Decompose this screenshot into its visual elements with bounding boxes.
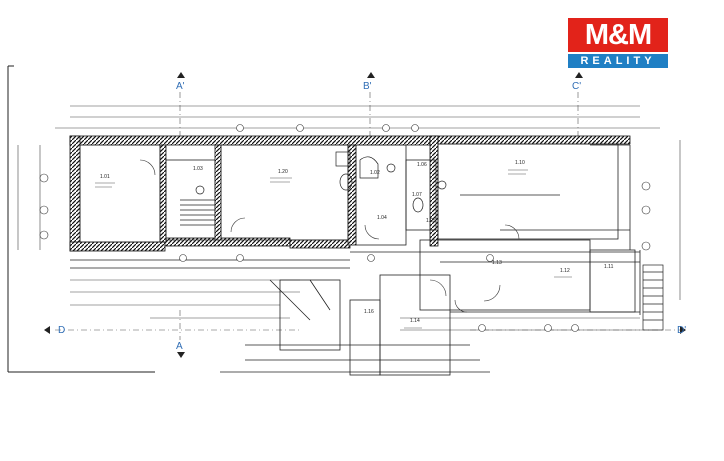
room-label: 1.03 [193,166,203,172]
drawing-frame [7,65,155,373]
room-label: 1.07 [412,192,422,198]
room-label: 1.05 [426,218,436,224]
section-label-d-left: D [58,325,65,336]
mm-reality-logo: M&M REALITY [568,18,668,68]
section-label-a-bottom: A [176,341,183,352]
dimension-lines [17,105,681,331]
room-label: 1.12 [560,268,570,274]
section-lines [55,92,680,340]
axis-markers [39,124,651,332]
tiny-annotations [95,169,572,329]
section-label-c-top: C' [572,81,581,92]
section-label-b-top: B' [363,81,372,92]
sanitary-fixtures [195,151,447,213]
room-label: 1.20 [278,169,288,175]
door-swings [139,159,520,313]
logo-mm-text: M&M [568,18,668,52]
room-label: 1.04 [377,215,387,221]
room-label: 1.16 [364,309,374,315]
section-arrows [44,72,686,358]
room-label: 1.01 [100,174,110,180]
section-label-a-top: A' [176,81,185,92]
room-label: 1.13 [492,260,502,266]
room-label: 1.10 [515,160,525,166]
room-label: 1.02 [370,170,380,176]
room-label: 1.11 [604,264,614,270]
room-label: 1.14 [410,318,420,324]
logo-reality-text: REALITY [568,54,668,68]
interior-walls [70,143,641,376]
exterior-stairs [642,264,664,331]
section-label-d-right: D' [677,325,686,336]
room-label: 1.06 [417,162,427,168]
